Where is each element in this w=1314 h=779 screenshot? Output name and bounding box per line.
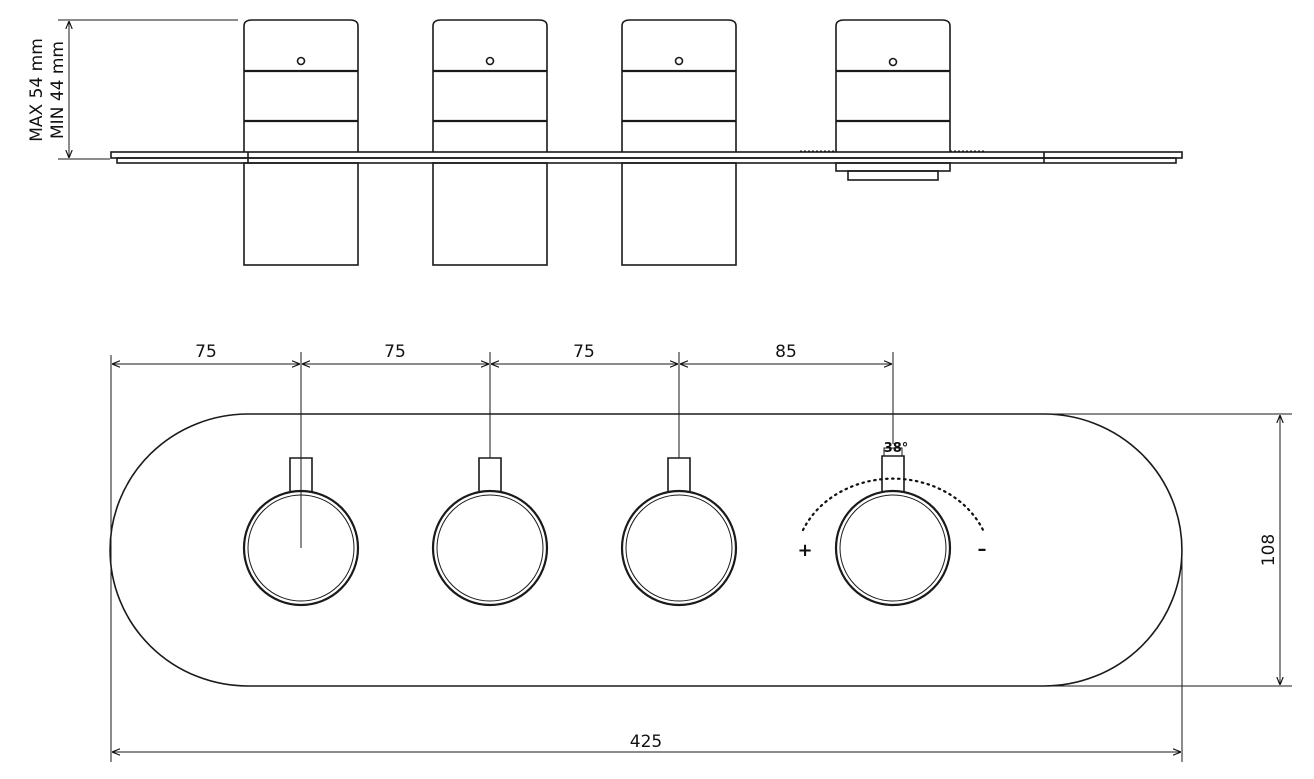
side-plate	[110, 151, 1183, 164]
spacing-dimensions: 75 75 75 85	[112, 342, 892, 364]
side-view: MAX 54 mm MIN 44 mm	[27, 19, 1183, 266]
front-knob-3	[620, 457, 738, 607]
temperature-scale-arc	[801, 477, 985, 532]
width-dimension: 425	[112, 732, 1181, 752]
front-knob-1	[242, 457, 360, 607]
depth-dimension: MAX 54 mm MIN 44 mm	[27, 19, 238, 160]
plate-width-label: 425	[630, 732, 662, 752]
side-knob-1	[243, 19, 359, 266]
spacing-label-3: 75	[573, 342, 595, 362]
plate-height-label: 108	[1259, 534, 1279, 566]
front-plate-outline	[109, 413, 1183, 687]
depth-note-max: MAX 54 mm	[27, 38, 47, 142]
minus-sign: –	[978, 539, 987, 560]
height-dimension: 108	[1259, 415, 1280, 685]
spacing-label-2: 75	[384, 342, 406, 362]
depth-note-min: MIN 44 mm	[48, 41, 68, 139]
side-knob-3	[621, 19, 737, 266]
front-view: 75 75 75 85 108 425	[109, 342, 1292, 762]
plus-sign: +	[797, 540, 812, 561]
spacing-label-1: 75	[195, 342, 217, 362]
side-knob-2	[432, 19, 548, 266]
temperature-mark: 38°	[884, 441, 909, 456]
spacing-label-4: 85	[775, 342, 797, 362]
front-knob-2	[431, 457, 549, 607]
front-knob-4: 38° + –	[797, 441, 987, 607]
side-knob-4	[800, 19, 986, 181]
